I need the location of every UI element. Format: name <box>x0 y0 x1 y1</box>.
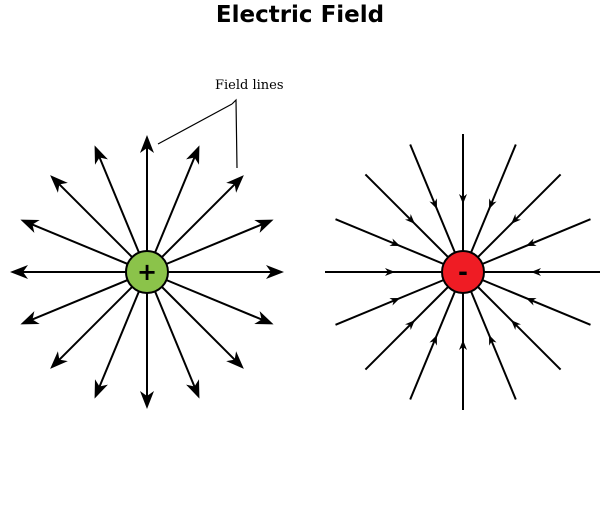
negative-field-arrowhead <box>525 238 537 246</box>
negative-field-arrowhead <box>511 214 521 224</box>
negative-field-arrowhead <box>429 334 437 346</box>
positive-field-arrowhead <box>94 145 108 165</box>
negative-charge-circle <box>441 250 485 294</box>
negative-field-arrowhead <box>405 214 415 224</box>
positive-field-arrowhead <box>20 311 40 325</box>
positive-charge-sign: + <box>137 258 157 286</box>
positive-field-arrowhead <box>140 135 154 153</box>
negative-field-arrowhead <box>525 298 537 306</box>
negative-field-arrowhead <box>489 198 497 210</box>
negative-field-arrowhead <box>511 320 521 330</box>
positive-field-arrowhead <box>226 175 244 193</box>
positive-field-arrowhead <box>266 265 284 279</box>
positive-field-arrowhead <box>50 351 68 369</box>
positive-charge-circle <box>125 250 169 294</box>
positive-field-arrowhead <box>50 175 68 193</box>
negative-field-arrowhead <box>489 334 497 346</box>
field-lines-label: Field lines <box>215 78 284 93</box>
positive-charge: + <box>125 250 169 294</box>
negative-field-arrowhead <box>405 320 415 330</box>
positive-field-arrowhead <box>186 145 200 165</box>
diagram-title: Electric Field <box>215 2 385 28</box>
negative-field-arrowhead <box>385 268 395 276</box>
positive-field-arrowhead <box>186 379 200 399</box>
negative-field-arrowhead <box>459 194 467 204</box>
negative-field-lines <box>325 134 600 410</box>
callout-line-left <box>157 103 233 145</box>
positive-field-arrowhead <box>226 351 244 369</box>
callout-line-right <box>231 98 238 169</box>
negative-charge-sign: - <box>458 258 468 286</box>
negative-charge: - <box>441 250 485 294</box>
negative-field-arrowhead <box>389 238 401 246</box>
positive-field-arrowhead <box>254 311 274 325</box>
positive-field-arrowhead <box>254 219 274 233</box>
positive-field-arrowhead <box>140 391 154 409</box>
field-lines-callout <box>157 98 238 169</box>
negative-field-arrowhead <box>459 340 467 350</box>
positive-field-arrowhead <box>10 265 28 279</box>
negative-field-arrowhead <box>429 198 437 210</box>
negative-field-arrowhead <box>531 268 541 276</box>
negative-field-arrowhead <box>389 298 401 306</box>
positive-field-arrowhead <box>20 219 40 233</box>
positive-field-arrowhead <box>94 379 108 399</box>
